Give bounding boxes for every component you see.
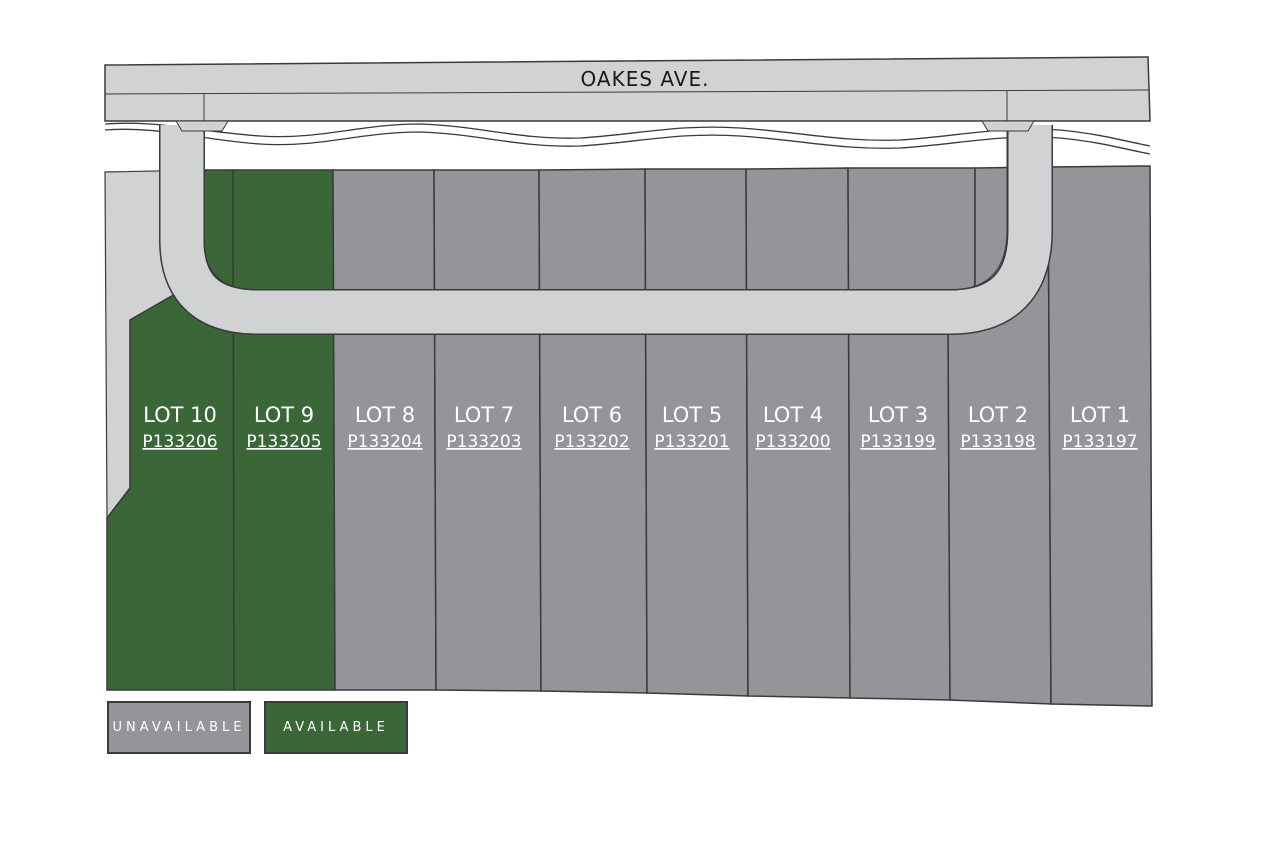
legend-unavailable: UNAVAILABLE: [107, 701, 251, 754]
parcel-link[interactable]: P133201: [654, 432, 729, 452]
street-name: OAKES AVE.: [581, 67, 710, 91]
lot-parcel-lot-8[interactable]: [332, 169, 437, 691]
lot-parcel-lot-6[interactable]: [538, 168, 648, 694]
lot-label: LOT 4: [763, 403, 823, 427]
lot-label: LOT 6: [562, 403, 622, 427]
parcel-link[interactable]: P133204: [347, 432, 422, 452]
parcel-link[interactable]: P133205: [246, 432, 321, 452]
parcel-link[interactable]: P133206: [142, 432, 217, 452]
lot-parcel-lot-7[interactable]: [433, 169, 542, 692]
parcel-link[interactable]: P133198: [960, 432, 1035, 452]
lot-label: LOT 10: [143, 403, 217, 427]
parcel-link[interactable]: P133197: [1062, 432, 1137, 452]
oakes-ave-road: OAKES AVE.: [104, 56, 1151, 155]
lot-labels: LOT 10 P133206 LOT 9 P133205 LOT 8 P133204 LOT…: [142, 403, 1137, 452]
parcel-link[interactable]: P133202: [554, 432, 629, 452]
lot-label: LOT 8: [355, 403, 415, 427]
parcel-link[interactable]: P133199: [860, 432, 935, 452]
lot-parcel-lot-1[interactable]: [1047, 165, 1153, 707]
lot-label: LOT 5: [662, 403, 722, 427]
lot-label: LOT 7: [454, 403, 514, 427]
parcel-link[interactable]: P133200: [755, 432, 830, 452]
internal-road: [159, 91, 1053, 335]
lot-label: LOT 3: [868, 403, 928, 427]
lot-parcel-lot-9[interactable]: [232, 169, 336, 691]
parcel-link[interactable]: P133203: [446, 432, 521, 452]
legend-available: AVAILABLE: [264, 701, 408, 754]
lot-label: LOT 9: [254, 403, 314, 427]
lot-label: LOT 2: [968, 403, 1028, 427]
lot-label: LOT 1: [1070, 403, 1130, 427]
